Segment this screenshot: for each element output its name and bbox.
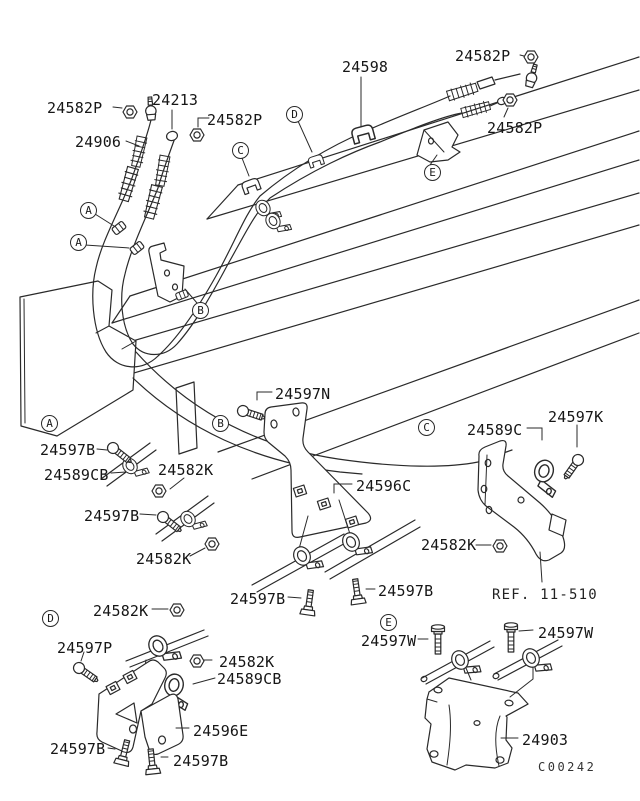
part-label-24582p-3: 24582P — [455, 47, 511, 65]
ref-note: REF. 11-510 — [492, 587, 598, 603]
drawing-code: C00242 — [538, 760, 597, 774]
section-header-a: A — [41, 415, 58, 432]
section-header-d: D — [42, 610, 59, 627]
part-label-24213: 24213 — [152, 91, 199, 109]
callout-a-2: A — [70, 234, 87, 251]
part-label-d-24596e: 24596E — [193, 722, 249, 740]
detail-section-e — [417, 622, 563, 771]
callout-a-1: A — [80, 202, 97, 219]
part-label-a-24589cb: 24589CB — [44, 466, 109, 484]
section-header-c: C — [418, 419, 435, 436]
detail-section-c — [475, 424, 587, 583]
part-label-24598: 24598 — [342, 58, 389, 76]
frame-rails — [94, 56, 640, 480]
part-label-d-24597b-1: 24597B — [50, 740, 106, 758]
part-label-a-24597b-2: 24597B — [84, 507, 140, 525]
part-label-d-24597b-2: 24597B — [173, 752, 229, 770]
part-label-b-24597b-l: 24597B — [230, 590, 286, 608]
top-hardware — [110, 50, 539, 303]
part-label-d-24582k-1: 24582K — [93, 602, 149, 620]
cable-24906 — [92, 62, 542, 368]
part-label-e-24597w-2: 24597W — [538, 624, 594, 642]
part-label-e-24597w-1: 24597W — [361, 632, 417, 650]
detail-section-a — [96, 439, 220, 557]
part-label-d-24589cb: 24589CB — [217, 670, 282, 688]
detail-section-b — [235, 391, 421, 617]
part-label-d-24582k-2: 24582K — [219, 653, 275, 671]
part-label-c-24582k: 24582K — [421, 536, 477, 554]
part-label-24582p-4: 24582P — [487, 119, 543, 137]
part-label-c-24589c: 24589C — [467, 421, 523, 439]
part-label-b-24597b-r: 24597B — [378, 582, 434, 600]
detail-section-d — [70, 603, 216, 776]
part-label-a-24582k-1: 24582K — [158, 461, 214, 479]
part-label-d-24597p: 24597P — [57, 639, 113, 657]
callout-d: D — [286, 106, 303, 123]
part-label-b-24597n: 24597N — [275, 385, 331, 403]
part-label-24906: 24906 — [75, 133, 122, 151]
part-label-b-24596c: 24596C — [356, 477, 412, 495]
callout-b: B — [192, 302, 209, 319]
part-label-24582p-2: 24582P — [207, 111, 263, 129]
section-header-b: B — [212, 415, 229, 432]
part-label-e-24903: 24903 — [522, 731, 569, 749]
callout-c: C — [232, 142, 249, 159]
part-label-a-24597b-1: 24597B — [40, 441, 96, 459]
part-label-c-24597k: 24597K — [548, 408, 604, 426]
part-label-24582p-1: 24582P — [47, 99, 103, 117]
callout-e: E — [424, 164, 441, 181]
part-label-a-24582k-2: 24582K — [136, 550, 192, 568]
top-leaders — [84, 54, 525, 304]
section-header-e: E — [380, 614, 397, 631]
